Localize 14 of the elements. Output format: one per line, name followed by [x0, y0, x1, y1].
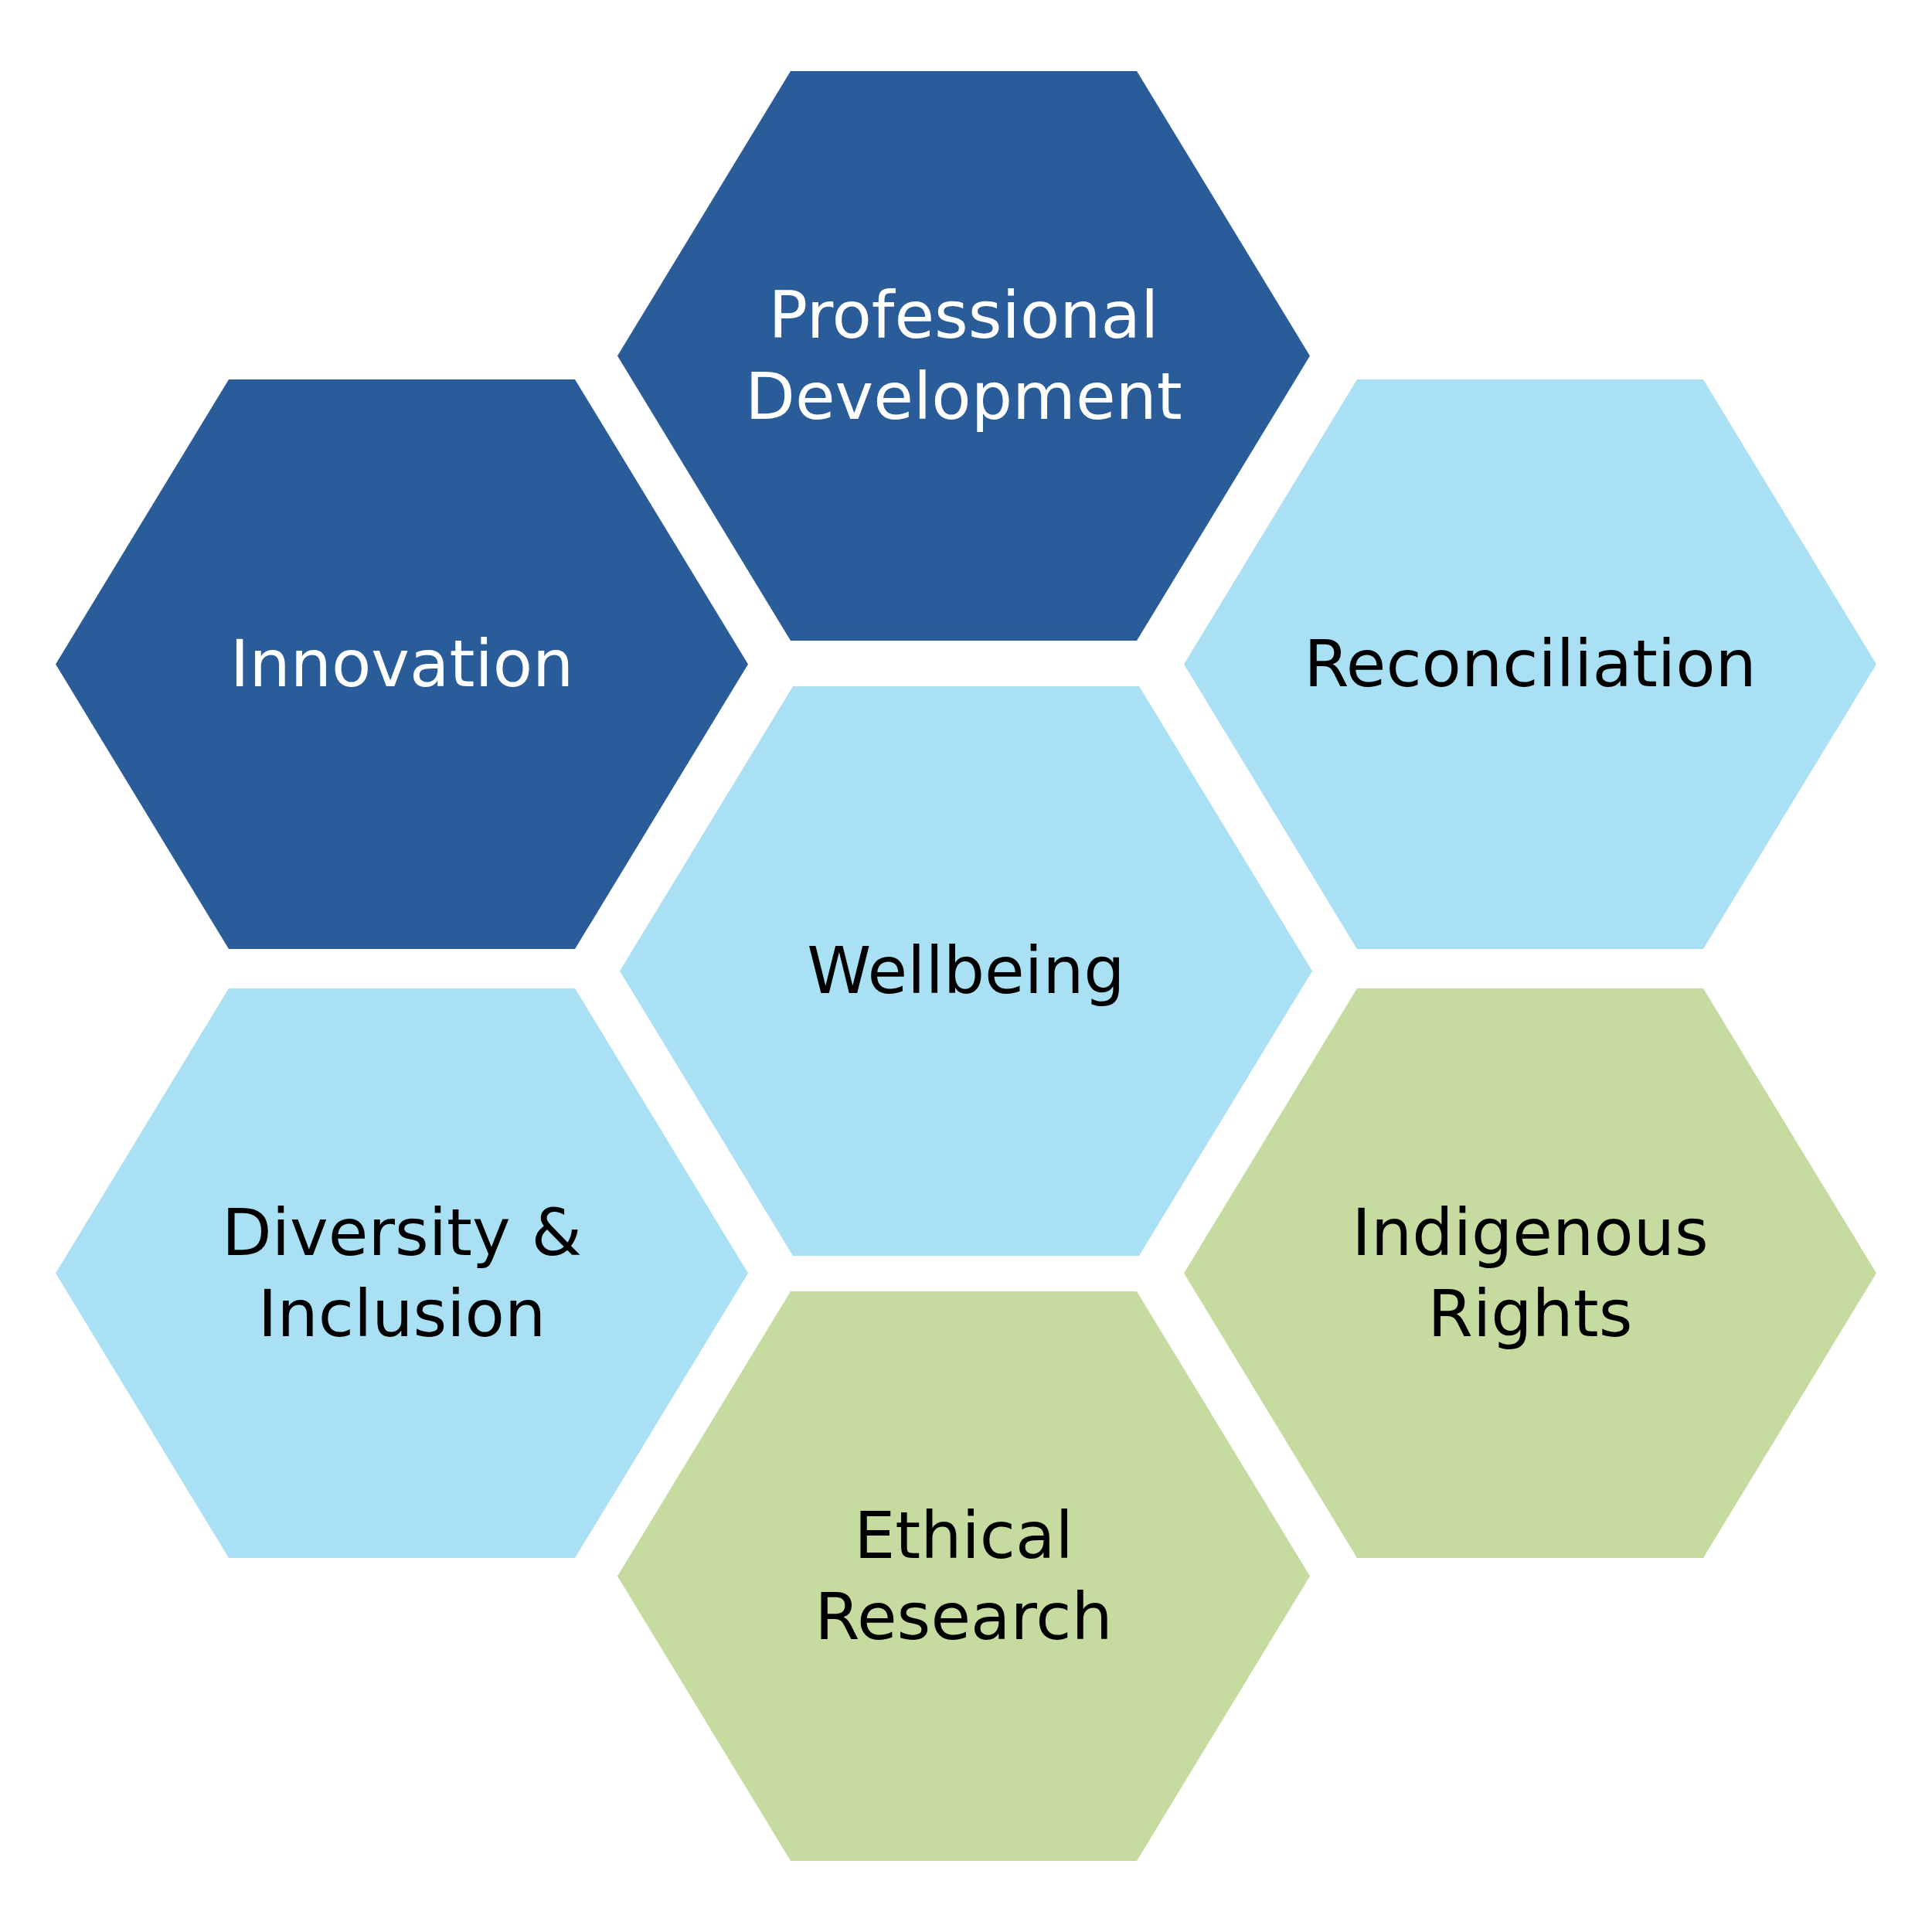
tile-label: Wellbeing [807, 932, 1125, 1010]
hexagon-tile [1184, 988, 1876, 1558]
tile-label: Innovation [230, 625, 574, 703]
hexagon-tile [56, 379, 748, 949]
tile-label: Diversity & Inclusion [221, 1193, 583, 1353]
hexagon-tile [56, 988, 748, 1558]
tile-label: Indigenous Rights [1351, 1193, 1709, 1353]
tile-label: Professional Development [744, 276, 1183, 436]
tile-label: Ethical Research [814, 1496, 1114, 1656]
hexagon-tile [1184, 379, 1876, 949]
hexagon-tile [620, 686, 1312, 1256]
hexagon-tile [617, 1291, 1310, 1861]
hexagon-tile [617, 71, 1310, 641]
tile-label: Reconciliation [1304, 625, 1757, 703]
